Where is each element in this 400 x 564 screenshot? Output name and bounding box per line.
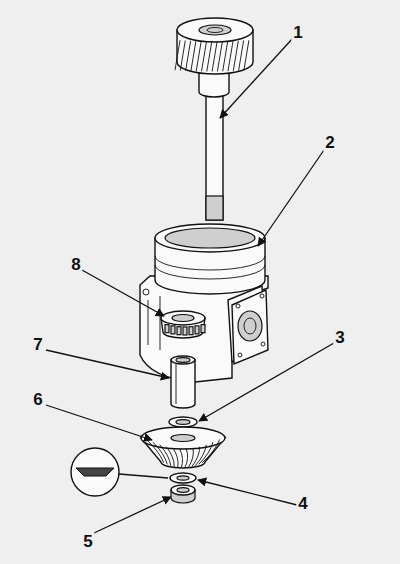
lock-nut — [171, 485, 195, 503]
bevel-gear — [141, 427, 225, 468]
callout-number: 7 — [31, 335, 44, 354]
callout-number: 6 — [31, 390, 44, 409]
callout-number: 1 — [291, 23, 304, 42]
washer-detail-inset — [71, 448, 168, 496]
gear-housing — [140, 224, 268, 382]
leader-lines — [46, 38, 334, 533]
callout-number: 2 — [323, 133, 336, 152]
belleville-washer — [170, 473, 196, 483]
callout-number: 5 — [81, 532, 94, 551]
bearing — [161, 311, 205, 338]
callout-number: 8 — [69, 255, 82, 274]
shim-washer — [169, 417, 197, 427]
callout-number: 3 — [333, 328, 346, 347]
spacer-sleeve — [171, 356, 195, 408]
callout-number: 4 — [296, 494, 309, 513]
input-shaft — [175, 18, 253, 220]
